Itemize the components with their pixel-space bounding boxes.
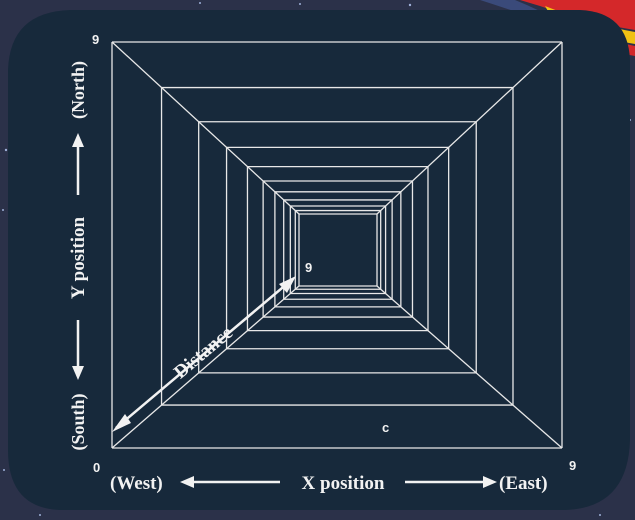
east-label: (East): [499, 473, 548, 494]
screen-panel: [8, 10, 630, 510]
x-max-tick: 9: [569, 458, 576, 473]
star: [299, 3, 301, 5]
origin-tick: 0: [93, 460, 100, 475]
south-label: (South): [68, 393, 89, 450]
y-axis-label: Y position: [68, 216, 89, 299]
z-max-tick: 9: [305, 260, 312, 275]
star: [3, 469, 5, 471]
star: [599, 514, 601, 516]
star: [199, 2, 201, 4]
y-max-tick: 9: [92, 32, 99, 47]
star: [2, 209, 4, 211]
west-label: (West): [110, 473, 163, 494]
star: [409, 4, 411, 6]
x-axis-label: X position: [302, 473, 385, 494]
north-label: (North): [68, 61, 89, 119]
grid-marker: c: [382, 420, 389, 435]
star: [39, 514, 41, 516]
star: [5, 149, 7, 151]
